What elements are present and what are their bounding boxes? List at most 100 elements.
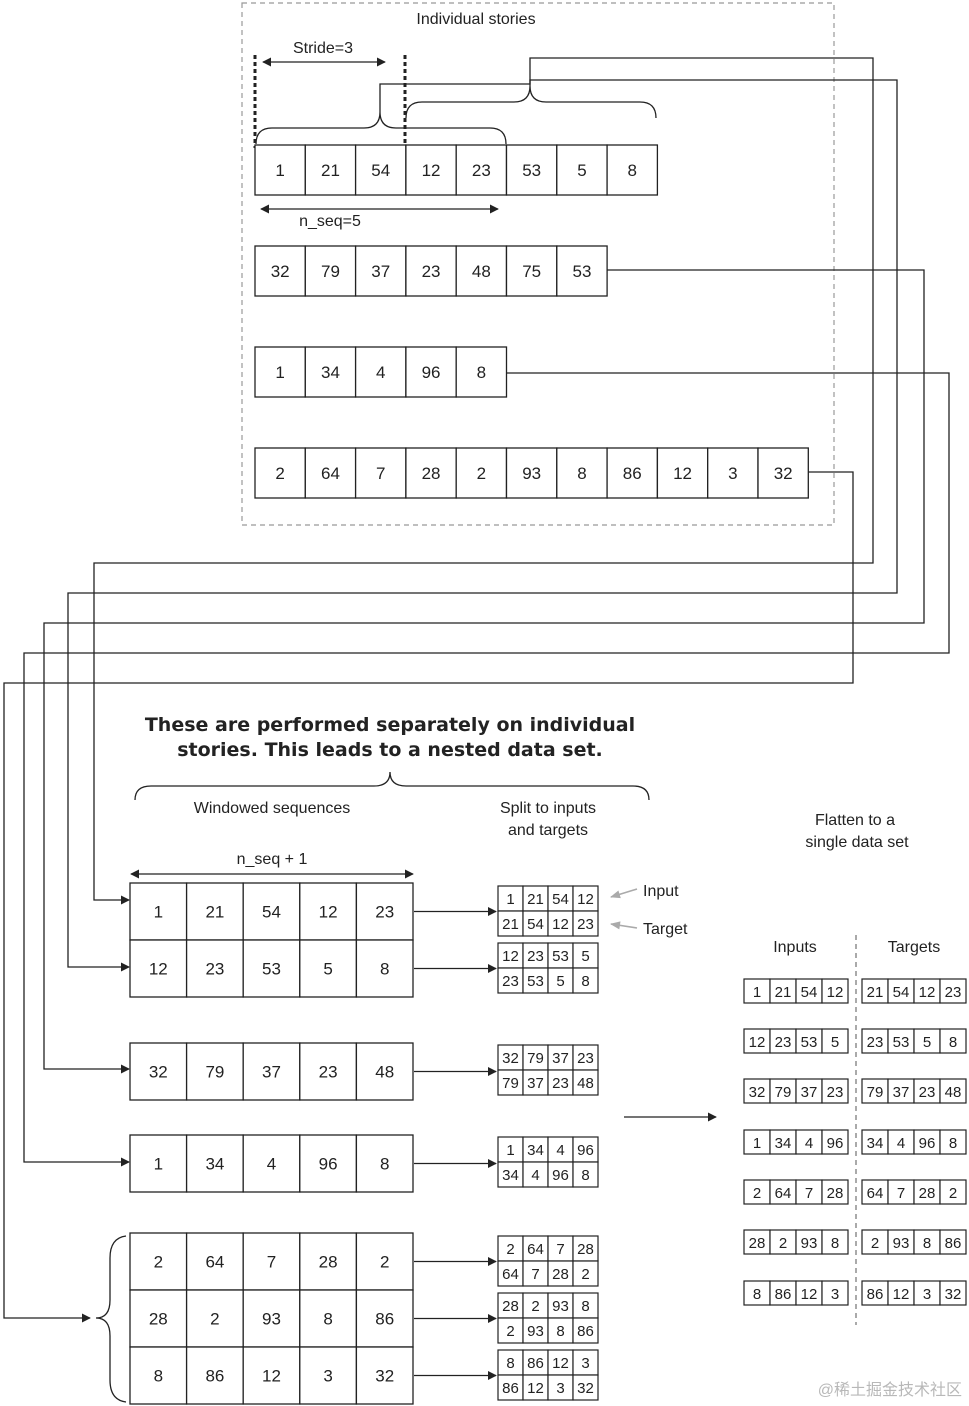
story-3-value: 34 bbox=[321, 363, 340, 382]
story-3-value: 96 bbox=[422, 363, 441, 382]
window-value: 8 bbox=[154, 1367, 163, 1386]
split-input-value: 34 bbox=[527, 1142, 544, 1159]
flat-target-cell bbox=[861, 1078, 889, 1104]
flat-target-value: 8 bbox=[949, 1135, 957, 1152]
story-3-cell bbox=[254, 346, 306, 398]
split-input-value: 32 bbox=[502, 1050, 519, 1067]
split-target-cell bbox=[572, 1374, 599, 1401]
window-cell bbox=[355, 1289, 414, 1348]
split-input-value: 12 bbox=[552, 1355, 569, 1372]
window-value: 28 bbox=[319, 1253, 338, 1272]
split-input-cell bbox=[572, 885, 599, 912]
window-value: 2 bbox=[210, 1310, 219, 1329]
flat-input-cell bbox=[821, 1078, 849, 1104]
story-3-cell bbox=[405, 346, 457, 398]
window-cell bbox=[299, 1232, 358, 1291]
split-target-value: 23 bbox=[577, 916, 594, 933]
flat-input-value: 12 bbox=[801, 1286, 818, 1303]
window-value: 93 bbox=[262, 1310, 281, 1329]
split-target-cell bbox=[522, 967, 549, 994]
split-input-value: 8 bbox=[506, 1355, 514, 1372]
story-3-value: 1 bbox=[275, 363, 284, 382]
flat-input-value: 23 bbox=[827, 1084, 844, 1101]
flat-target-cell bbox=[913, 1229, 941, 1255]
flat-input-value: 1 bbox=[753, 984, 761, 1001]
flat-input-value: 8 bbox=[753, 1286, 761, 1303]
flat-input-cell bbox=[769, 1179, 797, 1205]
story-4-value: 28 bbox=[422, 464, 441, 483]
flat-target-cell bbox=[939, 1229, 967, 1255]
flat-target-value: 7 bbox=[897, 1185, 905, 1202]
split-target-cell bbox=[572, 1260, 599, 1287]
window-value: 64 bbox=[205, 1253, 224, 1272]
story-4-value: 32 bbox=[774, 464, 793, 483]
story-1-value: 12 bbox=[422, 161, 441, 180]
window-value: 4 bbox=[267, 1155, 276, 1174]
split-input-cell bbox=[522, 1349, 549, 1376]
flat-target-value: 23 bbox=[919, 1084, 936, 1101]
flat-input-cell bbox=[795, 1028, 823, 1054]
split-target-cell bbox=[497, 1317, 524, 1344]
flat-input-value: 23 bbox=[775, 1034, 792, 1051]
flat-input-value: 5 bbox=[831, 1034, 839, 1051]
flat-input-cell bbox=[795, 1078, 823, 1104]
story-2-value: 37 bbox=[371, 262, 390, 281]
flat-input-value: 53 bbox=[801, 1034, 818, 1051]
story-1-value: 8 bbox=[628, 161, 637, 180]
window-value: 23 bbox=[319, 1063, 338, 1082]
flat-input-cell bbox=[795, 978, 823, 1004]
window-value: 28 bbox=[149, 1310, 168, 1329]
split-input-value: 96 bbox=[577, 1142, 594, 1159]
story-4-cell bbox=[556, 447, 608, 499]
flatten-label-2: single data set bbox=[805, 834, 909, 851]
split-target-value: 32 bbox=[577, 1380, 594, 1397]
split-target-value: 53 bbox=[527, 973, 544, 990]
split-target-cell bbox=[547, 967, 574, 994]
window-value: 79 bbox=[205, 1063, 224, 1082]
flat-target-value: 23 bbox=[867, 1034, 884, 1051]
split-input-value: 3 bbox=[581, 1355, 589, 1372]
split-input-value: 12 bbox=[502, 948, 519, 965]
split-label-2: and targets bbox=[508, 822, 588, 839]
flat-input-value: 8 bbox=[831, 1235, 839, 1252]
connector-story3 bbox=[23, 372, 950, 1167]
flat-input-cell bbox=[821, 1129, 849, 1155]
flat-target-value: 4 bbox=[897, 1135, 905, 1152]
story-1-cell bbox=[556, 144, 608, 196]
window-value: 54 bbox=[262, 903, 281, 922]
story-4-value: 8 bbox=[577, 464, 586, 483]
story-4-value: 86 bbox=[623, 464, 642, 483]
window-value: 7 bbox=[267, 1253, 276, 1272]
flat-target-value: 5 bbox=[923, 1034, 931, 1051]
window-value: 2 bbox=[380, 1253, 389, 1272]
flat-input-cell bbox=[821, 1280, 849, 1306]
connector-story1-window2 bbox=[67, 79, 898, 972]
window-cell bbox=[242, 1289, 301, 1348]
flat-target-cell bbox=[887, 1229, 915, 1255]
flat-target-cell bbox=[939, 1129, 967, 1155]
story4-window-bracket bbox=[95, 1235, 127, 1403]
window-value: 8 bbox=[380, 960, 389, 979]
split-input-value: 1 bbox=[506, 1142, 514, 1159]
flat-target-cell bbox=[939, 1078, 967, 1104]
split-target-value: 34 bbox=[502, 1167, 519, 1184]
flat-input-value: 93 bbox=[801, 1235, 818, 1252]
flat-input-cell bbox=[769, 978, 797, 1004]
connector-story4 bbox=[3, 471, 854, 1323]
flat-input-cell bbox=[821, 1028, 849, 1054]
flat-input-cell bbox=[795, 1280, 823, 1306]
flat-input-value: 2 bbox=[779, 1235, 787, 1252]
window-value: 53 bbox=[262, 960, 281, 979]
split-target-cell bbox=[547, 1317, 574, 1344]
flat-target-value: 2 bbox=[871, 1235, 879, 1252]
flat-target-value: 79 bbox=[867, 1084, 884, 1101]
window-cell bbox=[299, 882, 358, 941]
window-value: 8 bbox=[323, 1310, 332, 1329]
story-4-cell bbox=[405, 447, 457, 499]
split-target-value: 79 bbox=[502, 1075, 519, 1092]
split-input-value: 79 bbox=[527, 1050, 544, 1067]
story-3-value: 4 bbox=[376, 363, 385, 382]
flat-target-cell bbox=[887, 1078, 915, 1104]
window-value: 1 bbox=[154, 903, 163, 922]
story-1-value: 5 bbox=[577, 161, 586, 180]
